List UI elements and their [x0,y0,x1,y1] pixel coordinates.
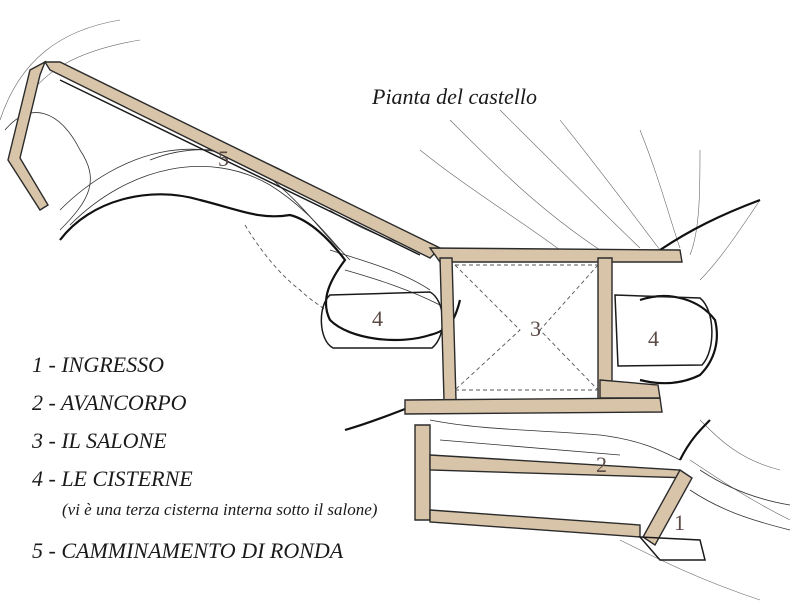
walkway-walls [7,60,683,263]
plan-title: Pianta del castello [372,84,537,109]
cistern-west [320,291,444,349]
label-cistern-east: 4 [648,326,659,351]
hall-walls [404,257,663,415]
cistern-east [614,294,713,367]
label-advance-body: 2 [596,452,607,477]
cliff-edge-east [344,198,761,461]
entrance-outline [638,536,706,561]
legend-entrance: 1 - INGRESSO [32,352,164,377]
legend-hall: 3 - IL SALONE [32,428,167,453]
label-cistern-west: 4 [372,306,383,331]
advance-body-walls [414,424,693,547]
legend-advance-body: 2 - AVANCORPO [32,390,187,415]
label-walkway: 5 [218,146,229,171]
label-entrance: 1 [674,510,685,535]
legend-cisterns: 4 - LE CISTERNE [32,466,193,491]
label-hall: 3 [530,316,541,341]
cliff-dashed [244,224,326,311]
cliff-edge [59,193,462,342]
legend-walkway: 5 - CAMMINAMENTO DI RONDA [32,538,344,563]
legend-cisterns-note: (vi è una terza cisterna interna sotto i… [62,500,378,519]
